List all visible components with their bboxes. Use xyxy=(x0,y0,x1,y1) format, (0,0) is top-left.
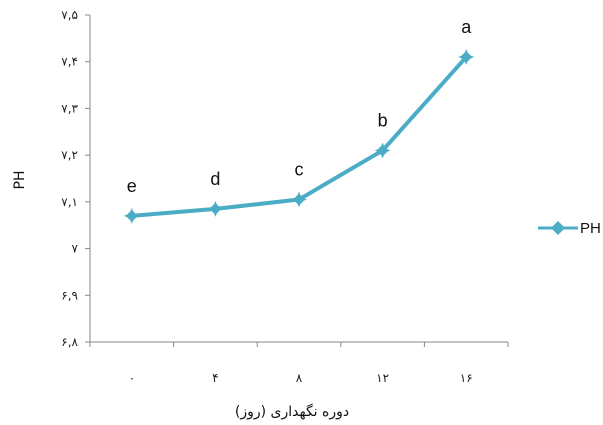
legend-label: PH xyxy=(580,220,601,237)
significance-letter: c xyxy=(295,160,304,180)
legend: PH xyxy=(538,220,601,237)
x-tick-label: ۱۶ xyxy=(460,371,473,385)
y-tick-label: ۷,۳ xyxy=(61,101,78,115)
y-ticks: ۶,۸ ۶,۹ ۷ ۷,۱ ۷,۲ ۷,۳ ۷,۴ ۷,۵ xyxy=(61,8,90,349)
x-tick-label: ۴ xyxy=(212,371,218,385)
x-axis-title: دوره نگهداری (روز) xyxy=(235,403,349,420)
significance-letter: a xyxy=(461,17,472,37)
y-tick-label: ۶,۸ xyxy=(61,335,78,349)
x-ticks: ۰ ۴ ۸ ۱۲ ۱۶ xyxy=(89,342,509,385)
x-tick-label: ۸ xyxy=(296,371,303,385)
y-tick-label: ۷,۴ xyxy=(61,55,78,69)
series-layer: e d c b a xyxy=(123,17,475,224)
significance-letter: d xyxy=(210,169,220,189)
x-tick-label: ۰ xyxy=(129,371,135,385)
data-point-core xyxy=(376,144,389,157)
y-tick-label: ۷,۲ xyxy=(61,148,78,162)
data-point-core xyxy=(293,193,305,206)
data-point-core xyxy=(209,202,222,215)
significance-letter: b xyxy=(378,110,388,130)
y-tick-label: ۷,۱ xyxy=(61,195,78,209)
significance-letter: e xyxy=(127,176,137,196)
data-point-core xyxy=(460,51,473,64)
y-tick-label: ۷ xyxy=(72,242,79,256)
data-point-core xyxy=(125,209,138,222)
legend-marker xyxy=(551,221,565,235)
y-tick-label: ۷,۵ xyxy=(61,8,78,22)
y-tick-label: ۶,۹ xyxy=(61,288,78,302)
y-axis-title: PH xyxy=(12,171,28,190)
x-tick-label: ۱۲ xyxy=(376,371,389,385)
